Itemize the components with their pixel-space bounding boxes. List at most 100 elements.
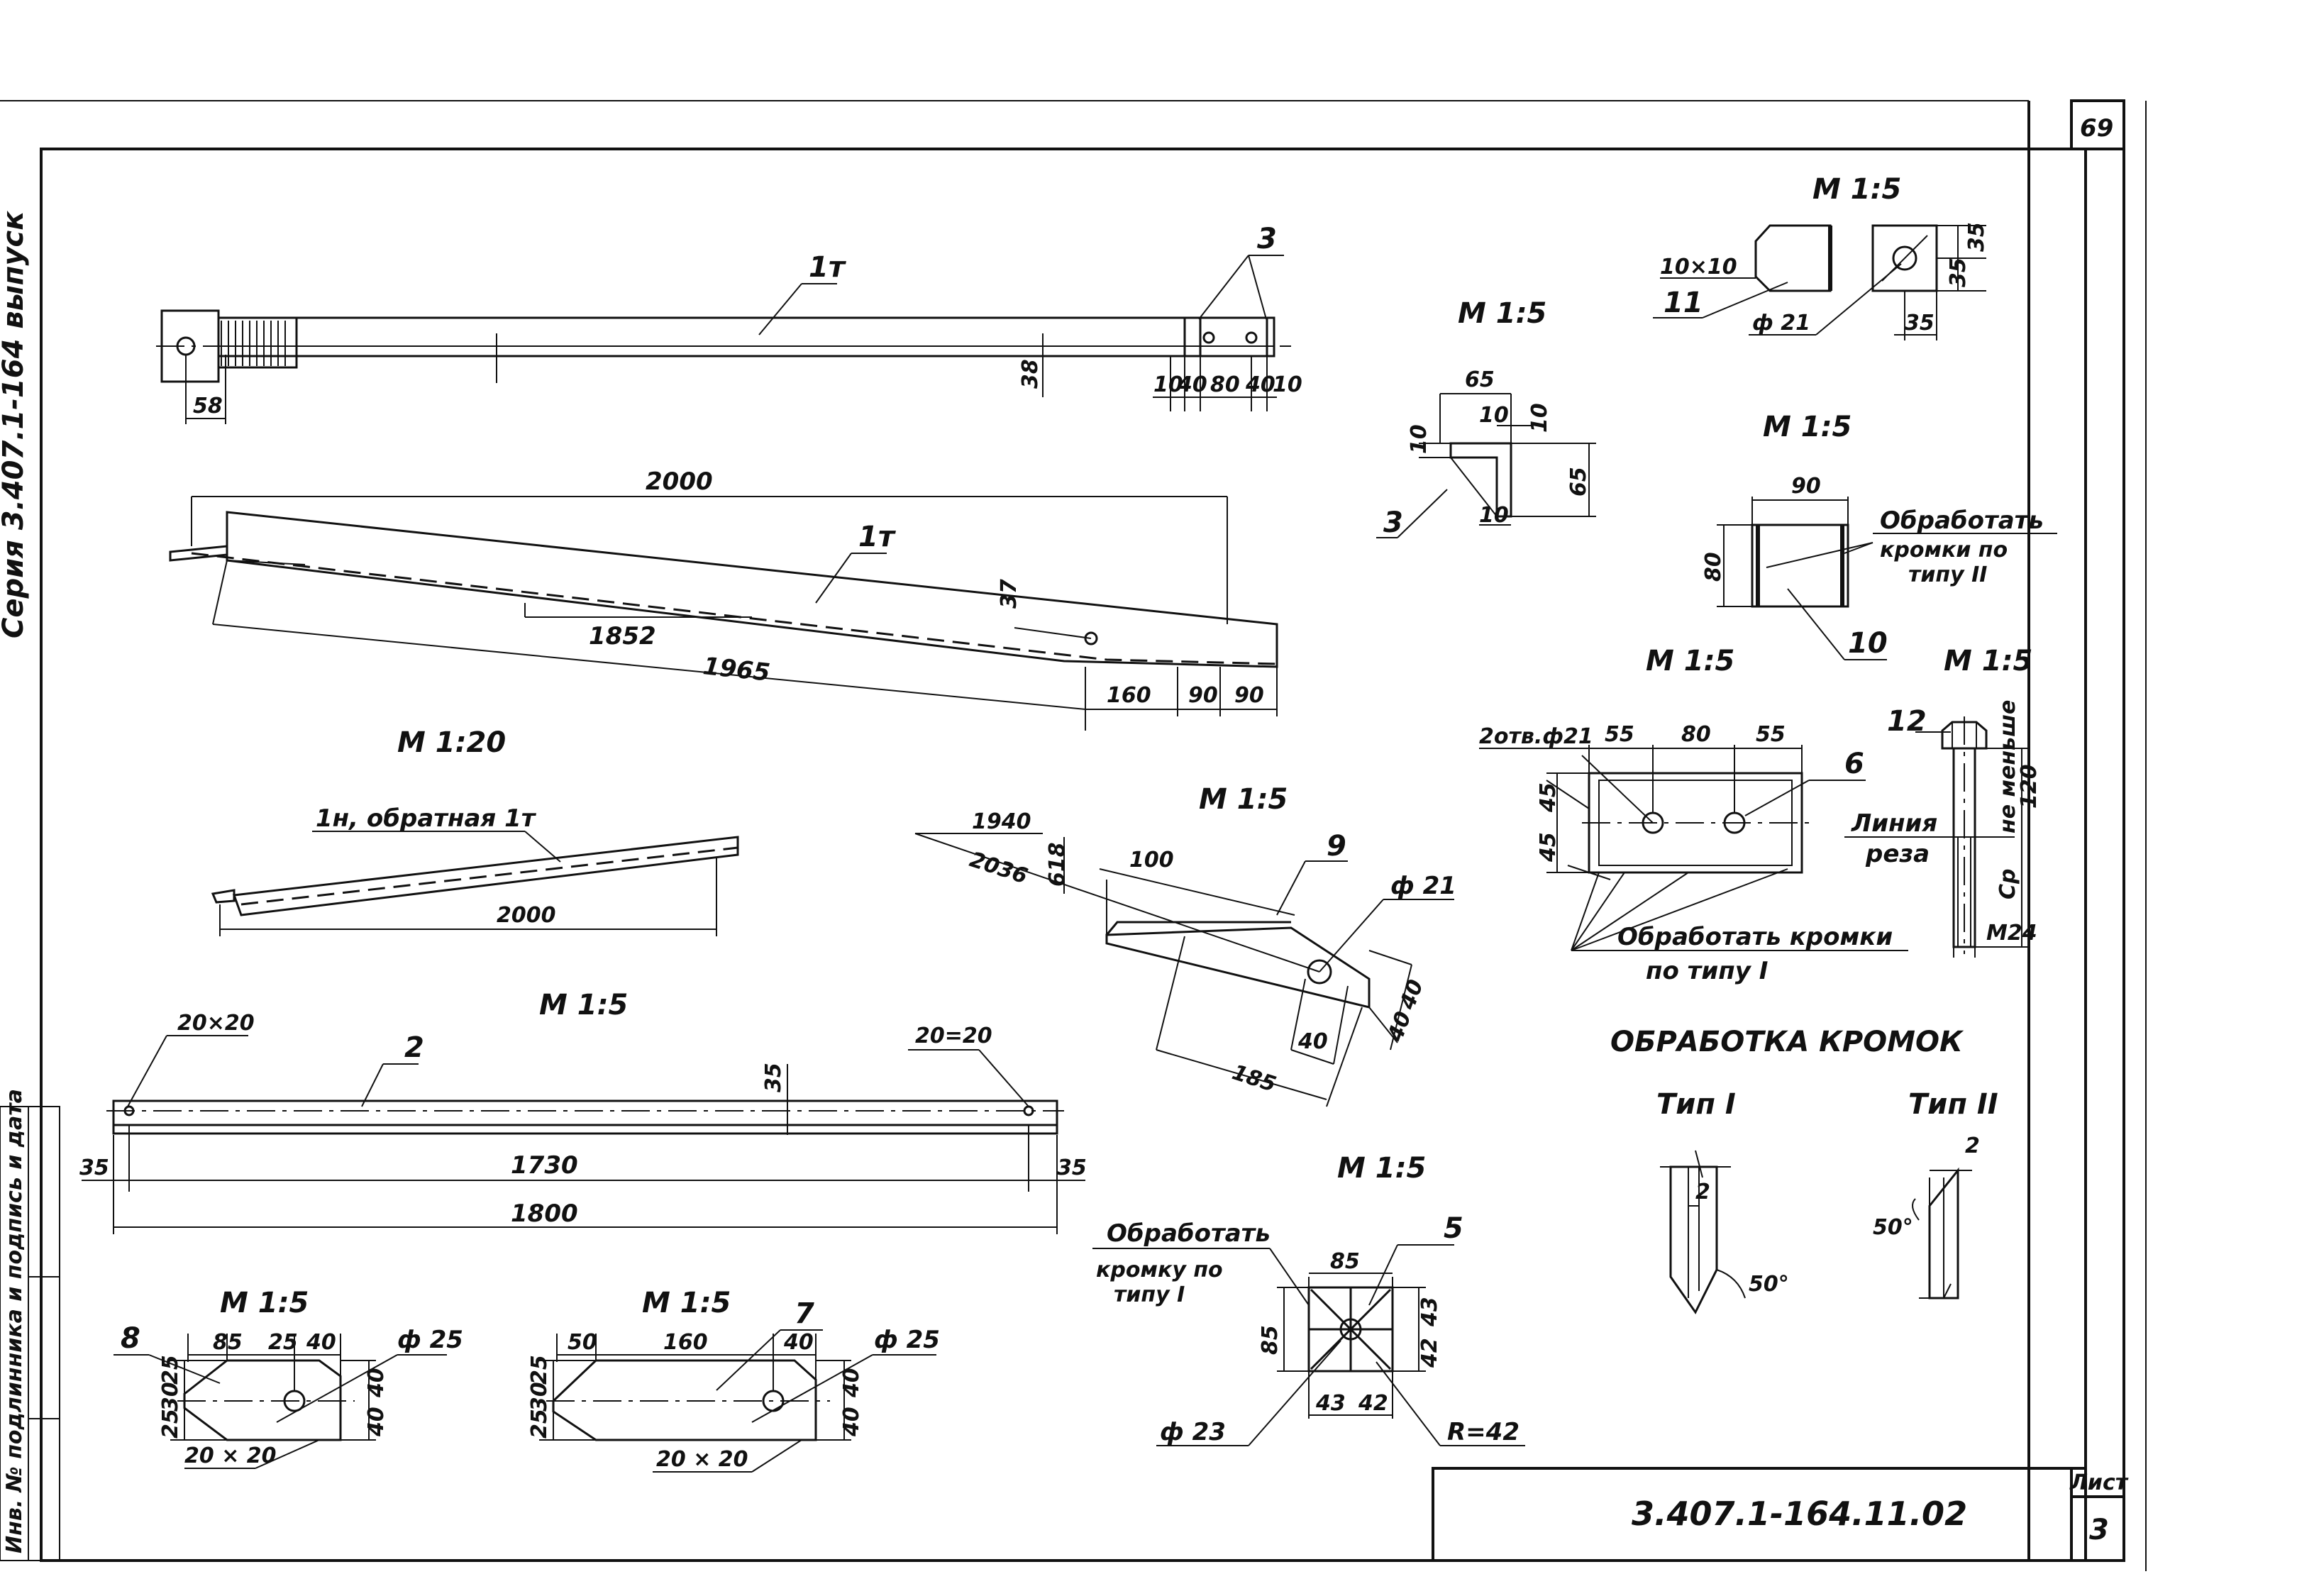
series-label: Серия 3.407.1-164 выпуск <box>0 211 30 638</box>
edge-type1-angle: 50° <box>1749 1272 1789 1297</box>
dim-80c: 80 <box>1681 722 1711 747</box>
scale-part7: М 1:5 <box>642 1287 731 1319</box>
dim-25: 25 <box>268 1330 298 1355</box>
dim-90c: 90 <box>1791 474 1821 499</box>
phi-21: ф 21 <box>1390 872 1456 900</box>
dim-50: 50 <box>568 1330 597 1355</box>
dim-55a: 55 <box>1605 722 1634 747</box>
dim-2000: 2000 <box>646 467 713 496</box>
part-6-label: 6 <box>1844 748 1864 780</box>
chamfer-10x10: 10×10 <box>1660 255 1737 279</box>
scale-part11: М 1:5 <box>1812 173 1901 206</box>
dim-group-1t <box>185 333 1277 424</box>
scale-part12: М 1:5 <box>1944 645 2032 677</box>
dim-58: 58 <box>193 394 223 419</box>
dim-90b: 90 <box>1234 683 1264 708</box>
scale-part5: М 1:5 <box>1337 1152 1426 1185</box>
dim-10d: 10 <box>1407 424 1432 454</box>
part-1n-elevation <box>211 836 739 936</box>
process-note-5-c: типу I <box>1114 1282 1185 1307</box>
holes-label: 2отв.ф21 <box>1479 724 1593 749</box>
dim-25c: 25 <box>158 1409 183 1439</box>
m24-label: М24 <box>1986 921 2037 946</box>
dim-160b: 160 <box>663 1330 708 1355</box>
scale-part10: М 1:5 <box>1763 411 1852 443</box>
scale-part3: М 1:5 <box>1458 297 1546 330</box>
scale-part8: М 1:5 <box>220 1287 309 1319</box>
scale-1-20: М 1:20 <box>397 726 506 759</box>
cut-line-b: реза <box>1865 840 1930 868</box>
dim-65a: 65 <box>1465 367 1495 392</box>
dim-85c: 85 <box>1258 1325 1283 1355</box>
scale-part2: М 1:5 <box>539 989 628 1021</box>
process-note-ii-c: типу II <box>1908 563 1987 587</box>
dim-43b: 43 <box>1315 1391 1346 1416</box>
dim-80b: 80 <box>1701 552 1726 582</box>
chamfer-20c: 20 × 20 <box>184 1443 277 1468</box>
dim-40c: 40 <box>1297 1029 1328 1054</box>
dim-40d: 40 <box>1395 977 1429 1014</box>
part-3-section <box>1376 393 1596 538</box>
list-label: Лист <box>2069 1470 2129 1495</box>
chamfer-20d: 20 × 20 <box>656 1447 748 1472</box>
dim-35e: 35 <box>1946 257 1971 287</box>
dim-160: 160 <box>1107 683 1151 708</box>
edge-processing-title: ОБРАБОТКА КРОМОК <box>1610 1026 1964 1058</box>
dim-40k: 40 <box>839 1407 864 1437</box>
dim-85b: 85 <box>1330 1249 1360 1274</box>
dim-10b: 10 <box>1273 372 1302 397</box>
part-1t-label: 1т <box>809 251 847 284</box>
part-5-plan <box>1092 1244 1525 1446</box>
dim-40h: 40 <box>364 1407 389 1437</box>
dim-618: 618 <box>1045 842 1070 887</box>
type-2-title: Тип II <box>1908 1088 1998 1121</box>
part-2-plan <box>82 1035 1085 1234</box>
part-7-label: 7 <box>795 1297 814 1330</box>
dim-1940: 1940 <box>972 809 1031 834</box>
dim-40f: 40 <box>306 1330 336 1355</box>
part-3-label-b: 3 <box>1383 506 1403 539</box>
part-9-plan <box>914 833 1454 1107</box>
dim-10f: 10 <box>1479 503 1509 528</box>
dim-35b: 35 <box>79 1156 109 1180</box>
dim-65b: 65 <box>1566 467 1591 497</box>
dim-30: 30 <box>158 1382 183 1412</box>
part-11-label: 11 <box>1664 287 1703 319</box>
part-5-label: 5 <box>1444 1212 1463 1245</box>
part-3-label-a: 3 <box>1257 223 1277 255</box>
dim-80a: 80 <box>1210 372 1240 397</box>
part-6-plan <box>1479 745 1908 951</box>
part-8-label: 8 <box>121 1322 140 1355</box>
dim-30b: 30 <box>527 1382 552 1412</box>
dim-35a: 35 <box>761 1063 786 1092</box>
dim-1852: 1852 <box>589 622 656 650</box>
dim-37: 37 <box>997 579 1022 609</box>
dim-38: 38 <box>1018 359 1043 389</box>
chamfer-20a: 20×20 <box>177 1011 255 1036</box>
phi-25b: ф 25 <box>874 1326 940 1354</box>
process-note-ii-b: кромки по <box>1880 538 2008 563</box>
dim-40i: 40 <box>783 1330 814 1355</box>
dim-10c: 10 <box>1479 403 1509 428</box>
dim-35c: 35 <box>1057 1156 1087 1180</box>
list-number: 3 <box>2089 1514 2109 1546</box>
dim-40a: 40 <box>1177 372 1207 397</box>
edge-type2-thk: 2 <box>1965 1134 1980 1158</box>
part-10-label: 10 <box>1848 627 1888 660</box>
dim-45b: 45 <box>1536 832 1561 863</box>
title-block <box>1432 1467 2124 1562</box>
scale-part6: М 1:5 <box>1646 645 1734 677</box>
dim-40e: 40 <box>1383 1009 1417 1046</box>
dim-40j: 40 <box>839 1368 864 1398</box>
part-1t-elevation <box>169 496 1278 731</box>
edge-type2-angle: 50° <box>1873 1215 1913 1240</box>
dim-100: 100 <box>1129 848 1174 872</box>
dim-1800: 1800 <box>511 1199 578 1228</box>
process-note-ii-a: Обработать <box>1880 506 2044 535</box>
inv-label: Инв. № подлинника и подпись и дата <box>2 1089 27 1553</box>
dim-40g: 40 <box>364 1368 389 1398</box>
dim-120: 120 <box>2017 764 2042 809</box>
dim-42b: 42 <box>1358 1391 1388 1416</box>
process-note-i-a: Обработать кромки <box>1617 923 1893 951</box>
